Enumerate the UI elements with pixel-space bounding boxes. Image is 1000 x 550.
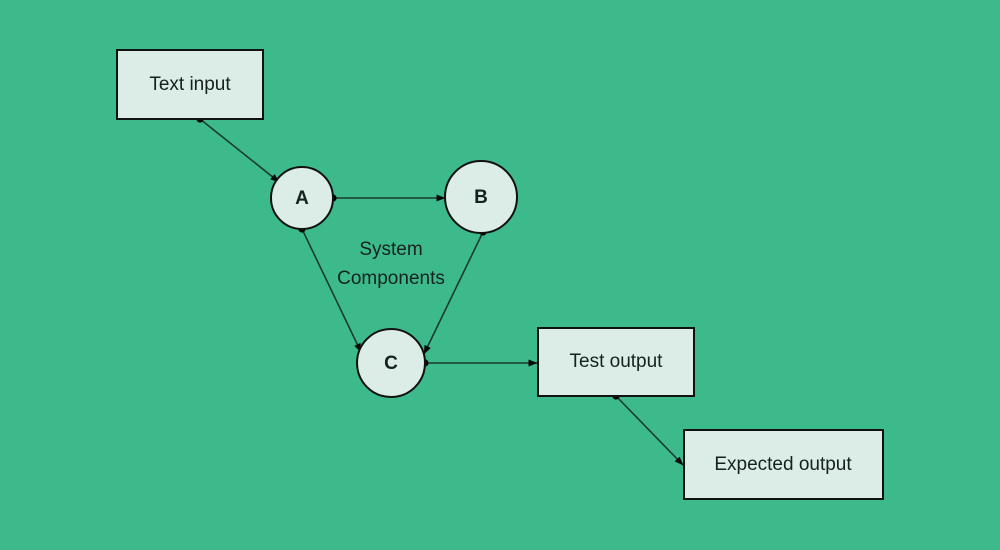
node-shape[interactable] [537,327,695,397]
node-shape[interactable] [444,160,518,234]
node-shape[interactable] [356,328,426,398]
node-label: A [295,188,309,209]
node-b[interactable]: B [444,160,518,234]
edge-a-to-b [329,194,446,202]
edge-line [615,395,684,466]
node-label: Text input [149,74,231,95]
node-label: Test output [570,351,664,372]
edge-text-input-to-a [196,115,280,183]
node-text-input[interactable]: Text input [116,49,264,120]
group-label-line-1: System [359,239,422,260]
edge-test-output-to-expected-output [612,392,684,466]
edge-line [199,118,280,183]
edge-line [423,231,484,355]
group-label-line-2: Components [337,268,445,289]
edge-layer [196,115,684,466]
node-shape[interactable] [683,429,884,500]
node-label: C [384,353,398,374]
edge-b-to-c [423,228,487,355]
node-c[interactable]: C [356,328,426,398]
node-a[interactable]: A [270,166,334,230]
node-label: Expected output [714,454,852,475]
edge-line [301,228,362,353]
node-label: B [474,187,488,208]
group-label-system-components: System Components [337,239,445,289]
node-test-output[interactable]: Test output [537,327,695,397]
node-shape[interactable] [270,166,334,230]
node-expected-output[interactable]: Expected output [683,429,884,500]
edge-c-to-test-output [421,359,538,367]
node-shape[interactable] [116,49,264,120]
